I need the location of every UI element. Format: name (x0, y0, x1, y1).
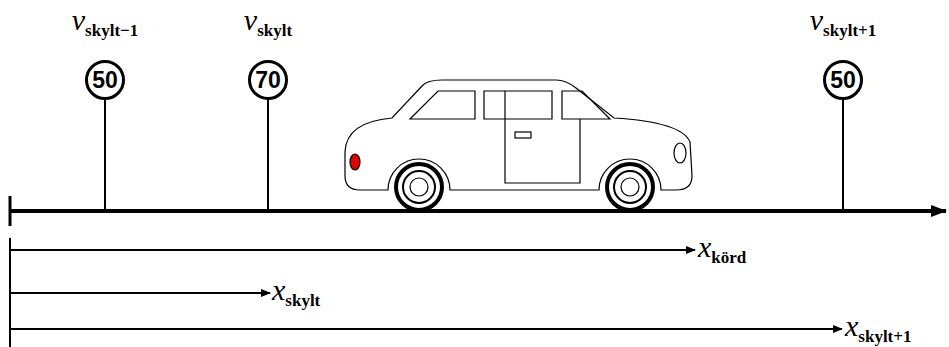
road-axis (10, 209, 946, 213)
symbol-subscript: skylt+1 (858, 327, 911, 346)
symbol-subscript: skylt+1 (823, 21, 876, 40)
symbol-base: v (72, 3, 85, 36)
sign-post (842, 100, 844, 211)
symbol-base: x (845, 309, 858, 342)
distance-arrow (10, 328, 842, 330)
speed-symbol: vskylt (244, 3, 292, 37)
speed-limit: 70 (255, 69, 281, 92)
distance-arrow (10, 249, 695, 251)
symbol-base: x (698, 230, 711, 263)
speed-sign: vskylt−150 (85, 60, 125, 100)
speed-symbol: vskylt+1 (810, 3, 876, 37)
distance-symbol: xskylt+1 (845, 309, 911, 343)
symbol-base: v (244, 3, 257, 36)
symbol-subscript: skylt−1 (85, 21, 138, 40)
distance-symbol: xskylt (272, 273, 320, 307)
sign-post (267, 100, 269, 211)
distance-arrow (10, 292, 270, 294)
sign-post (104, 100, 106, 211)
symbol-subscript: körd (711, 248, 746, 267)
speed-sign: vskylt+150 (823, 60, 863, 100)
symbol-subscript: skylt (285, 291, 320, 310)
distance-symbol: xkörd (698, 230, 746, 264)
symbol-base: x (272, 273, 285, 306)
speed-limit: 50 (830, 69, 856, 92)
origin-tick (9, 196, 12, 226)
speed-symbol: vskylt−1 (72, 3, 138, 37)
car-illustration (345, 80, 692, 210)
speed-limit: 50 (92, 69, 118, 92)
symbol-base: v (810, 3, 823, 36)
speed-sign: vskylt70 (248, 60, 288, 100)
symbol-subscript: skylt (257, 21, 292, 40)
